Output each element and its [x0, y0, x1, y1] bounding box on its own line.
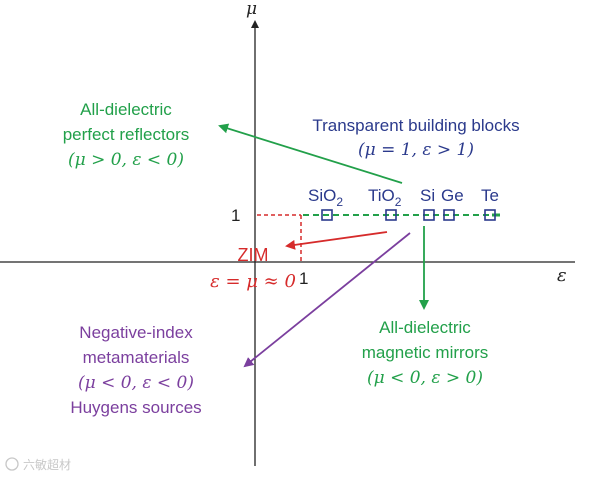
- svg-text:Transparent building blocks: Transparent building blocks: [312, 116, 519, 135]
- perfect-reflectors-label: All-dielectric perfect reflectors (μ > 0…: [63, 100, 190, 170]
- material-label-sio2: SiO2: [308, 186, 343, 209]
- transparent-building-blocks-label: Transparent building blocks (μ = 1, ε > …: [312, 116, 519, 160]
- svg-text:(μ < 0, ε < 0): (μ < 0, ε < 0): [78, 373, 194, 393]
- watermark-logo-icon: [5, 457, 19, 471]
- tick-one-y-label: 1: [231, 206, 240, 225]
- material-marker-te: [484, 209, 496, 221]
- svg-text:Negative-index: Negative-index: [79, 323, 193, 342]
- material-label-si: Si: [420, 186, 435, 205]
- material-marker-tio2: [385, 209, 397, 221]
- material-label-te: Te: [481, 186, 499, 205]
- svg-text:perfect reflectors: perfect reflectors: [63, 125, 190, 144]
- eps-axis-label: ε: [557, 265, 567, 286]
- watermark-text: 六敏超材: [23, 457, 71, 472]
- svg-text:ε = μ ≈ 0: ε = μ ≈ 0: [210, 271, 296, 292]
- mu-axis-label: μ: [246, 0, 257, 19]
- material-marker-si: [423, 209, 435, 221]
- magnetic-mirrors-label: All-dielectric magnetic mirrors (μ < 0, …: [362, 318, 489, 388]
- arrow-to-perfect-reflectors: [218, 123, 403, 184]
- tick-one-x-label: 1: [299, 269, 308, 288]
- zim-label: ZIM ε = μ ≈ 0: [210, 245, 296, 292]
- svg-text:ZIM: ZIM: [238, 245, 269, 265]
- svg-text:All-dielectric: All-dielectric: [80, 100, 172, 119]
- svg-text:All-dielectric: All-dielectric: [379, 318, 471, 337]
- arrow-to-zim: [285, 231, 388, 250]
- material-label-ge: Ge: [441, 186, 464, 205]
- negative-index-label: Negative-index metamaterials (μ < 0, ε <…: [70, 323, 201, 417]
- material-label-tio2: TiO2: [368, 186, 402, 209]
- material-marker-ge: [443, 209, 455, 221]
- svg-text:(μ < 0, ε > 0): (μ < 0, ε > 0): [367, 368, 483, 388]
- svg-text:(μ = 1, ε > 1): (μ = 1, ε > 1): [358, 140, 474, 160]
- svg-text:Huygens sources: Huygens sources: [70, 398, 201, 417]
- svg-text:magnetic mirrors: magnetic mirrors: [362, 343, 489, 362]
- svg-text:(μ > 0, ε < 0): (μ > 0, ε < 0): [68, 150, 184, 170]
- svg-text:metamaterials: metamaterials: [83, 348, 190, 367]
- arrow-to-negative-index: [243, 232, 411, 368]
- watermark: 六敏超材: [5, 457, 71, 472]
- material-marker-sio2: [321, 209, 333, 221]
